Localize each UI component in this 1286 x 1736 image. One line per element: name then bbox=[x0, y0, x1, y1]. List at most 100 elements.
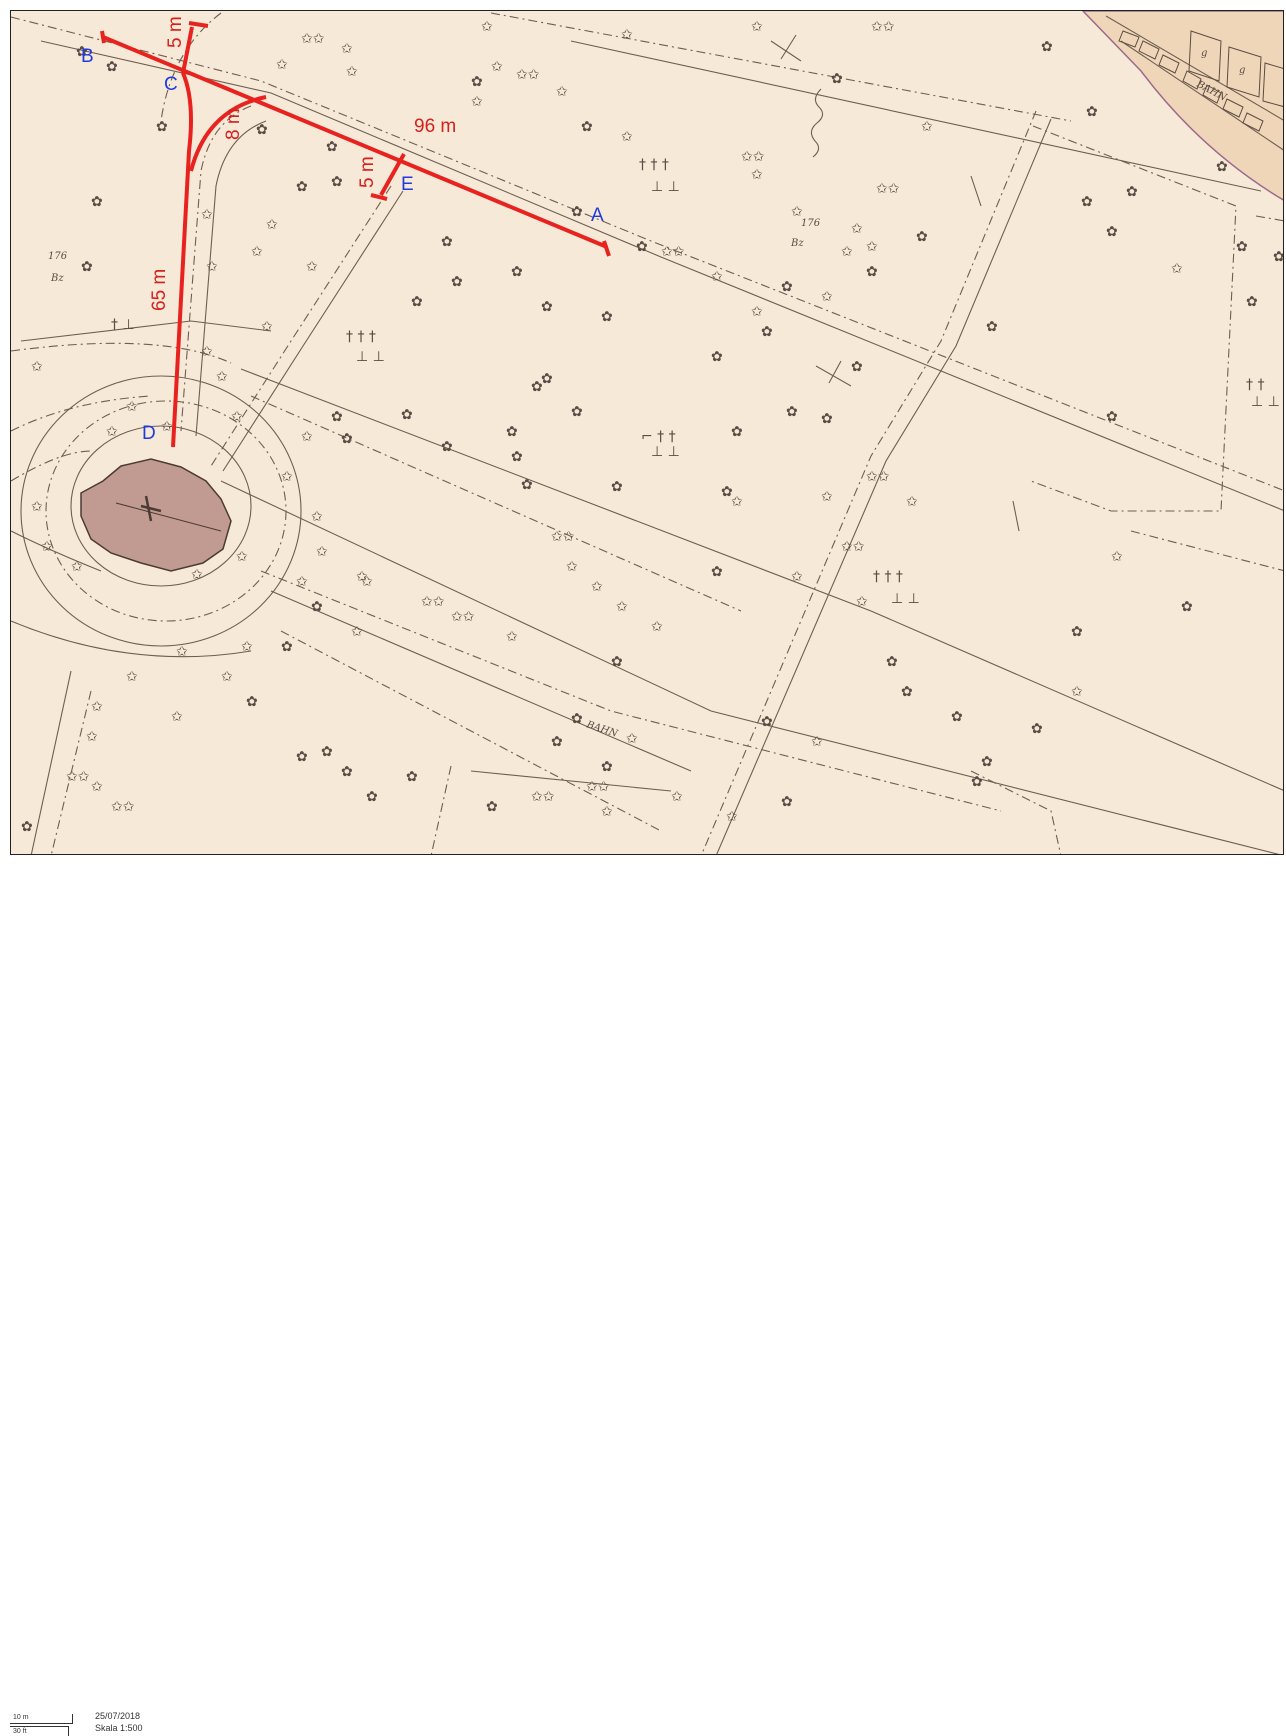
svg-text:✿: ✿ bbox=[486, 799, 498, 815]
svg-text:✿: ✿ bbox=[91, 194, 103, 210]
svg-text:✿: ✿ bbox=[611, 479, 623, 495]
svg-text:✩: ✩ bbox=[601, 804, 613, 820]
svg-text:✩: ✩ bbox=[856, 594, 868, 610]
svg-text:✿: ✿ bbox=[1246, 294, 1258, 310]
svg-text:✩✩: ✩✩ bbox=[841, 539, 865, 555]
svg-text:✿: ✿ bbox=[21, 819, 33, 835]
measure-line-c-top bbox=[181, 26, 194, 74]
point-label-a: A bbox=[591, 205, 604, 226]
svg-text:✩: ✩ bbox=[711, 269, 723, 285]
svg-text:✿: ✿ bbox=[246, 694, 258, 710]
svg-text:✩: ✩ bbox=[231, 409, 243, 425]
svg-text:✩: ✩ bbox=[791, 204, 803, 220]
svg-text:✩: ✩ bbox=[556, 84, 568, 100]
svg-text:✩: ✩ bbox=[301, 429, 313, 445]
svg-text:✿: ✿ bbox=[321, 744, 333, 760]
survey-lines bbox=[11, 12, 1283, 854]
point-label-e: E bbox=[401, 174, 414, 195]
svg-text:✿: ✿ bbox=[601, 759, 613, 775]
svg-text:⊥ ⊥: ⊥ ⊥ bbox=[891, 591, 920, 607]
svg-text:✿: ✿ bbox=[296, 749, 308, 765]
svg-text:✩: ✩ bbox=[471, 94, 483, 110]
svg-text:✿: ✿ bbox=[341, 764, 353, 780]
chapel-building bbox=[80, 458, 232, 572]
svg-text:✩: ✩ bbox=[341, 41, 353, 57]
svg-text:✩✩: ✩✩ bbox=[551, 529, 575, 545]
svg-text:✩: ✩ bbox=[866, 239, 878, 255]
svg-text:† † †: † † † bbox=[346, 329, 376, 345]
svg-text:✩: ✩ bbox=[91, 779, 103, 795]
map-canvas[interactable]: ✩✩ ✩ ✩ ✩ ✩ ✩ ✩✩ ✩ ✩ ✩ ✩ ✩✩ ✩ ✩✩ ✩ ✩✩ ✩ ✩… bbox=[11, 11, 1284, 855]
svg-text:✩: ✩ bbox=[591, 579, 603, 595]
map-footer: 10 m 30 ft 25/07/2018 Skala 1:500 bbox=[0, 855, 1286, 1736]
svg-text:✿: ✿ bbox=[1081, 194, 1093, 210]
svg-text:✩: ✩ bbox=[921, 119, 933, 135]
svg-text:✩: ✩ bbox=[566, 559, 578, 575]
svg-text:✿: ✿ bbox=[821, 411, 833, 427]
point-label-d: D bbox=[142, 423, 156, 444]
svg-text:✩: ✩ bbox=[1171, 261, 1183, 277]
svg-text:✩: ✩ bbox=[621, 129, 633, 145]
svg-text:✩: ✩ bbox=[221, 669, 233, 685]
svg-text:✿: ✿ bbox=[866, 264, 878, 280]
svg-text:✿: ✿ bbox=[571, 711, 583, 727]
svg-text:✩✩: ✩✩ bbox=[586, 779, 610, 795]
svg-text:✿: ✿ bbox=[711, 564, 723, 580]
svg-text:✿: ✿ bbox=[441, 439, 453, 455]
svg-text:✩: ✩ bbox=[41, 539, 53, 555]
svg-text:✿: ✿ bbox=[401, 407, 413, 423]
map-frame[interactable]: ✩✩ ✩ ✩ ✩ ✩ ✩ ✩✩ ✩ ✩ ✩ ✩ ✩✩ ✩ ✩✩ ✩ ✩✩ ✩ ✩… bbox=[10, 10, 1284, 855]
scale-bar-metric-label: 10 m bbox=[13, 1714, 29, 1721]
measure-end-a bbox=[602, 240, 611, 257]
measure-line-e bbox=[379, 153, 406, 196]
tree-symbols: ✩✩ ✩ ✩ ✩ ✩ ✩ ✩✩ ✩ ✩ ✩ ✩ ✩✩ ✩ ✩✩ ✩ ✩✩ ✩ ✩… bbox=[31, 19, 1183, 825]
svg-text:✿: ✿ bbox=[581, 119, 593, 135]
svg-text:✿: ✿ bbox=[331, 409, 343, 425]
svg-text:✿: ✿ bbox=[601, 309, 613, 325]
annotation-176-right: 176 bbox=[801, 218, 821, 229]
svg-text:✩: ✩ bbox=[481, 19, 493, 35]
svg-text:✩: ✩ bbox=[346, 64, 358, 80]
svg-text:✿: ✿ bbox=[511, 449, 523, 465]
svg-text:✩: ✩ bbox=[206, 259, 218, 275]
measure-end-e bbox=[370, 193, 388, 201]
svg-text:✩✩: ✩✩ bbox=[301, 31, 325, 47]
svg-text:✿: ✿ bbox=[1086, 104, 1098, 120]
svg-text:✿: ✿ bbox=[1041, 39, 1053, 55]
svg-text:✩✩: ✩✩ bbox=[421, 594, 445, 610]
svg-text:✩: ✩ bbox=[791, 569, 803, 585]
svg-text:✿: ✿ bbox=[711, 349, 723, 365]
scale-bar-imperial-label: 30 ft bbox=[13, 1728, 27, 1735]
point-label-c: C bbox=[164, 74, 178, 95]
point-label-b: B bbox=[81, 46, 94, 67]
scale-bar-imperial: 30 ft bbox=[10, 1726, 69, 1736]
print-date: 25/07/2018 bbox=[95, 1711, 141, 1721]
svg-text:✩: ✩ bbox=[296, 574, 308, 590]
svg-text:✿: ✿ bbox=[406, 769, 418, 785]
svg-text:✩✩: ✩✩ bbox=[866, 469, 890, 485]
svg-text:✩: ✩ bbox=[241, 639, 253, 655]
svg-text:✩: ✩ bbox=[126, 399, 138, 415]
measure-line-c-d bbox=[171, 72, 193, 448]
svg-text:✿: ✿ bbox=[156, 119, 168, 135]
svg-text:⌐ † †: ⌐ † † bbox=[641, 429, 676, 445]
svg-text:✿: ✿ bbox=[1106, 224, 1118, 240]
svg-text:✿: ✿ bbox=[311, 599, 323, 615]
svg-text:⊥ ⊥: ⊥ ⊥ bbox=[1251, 394, 1280, 410]
svg-text:✿: ✿ bbox=[326, 139, 338, 155]
svg-text:✩: ✩ bbox=[811, 734, 823, 750]
svg-text:✿: ✿ bbox=[76, 44, 88, 60]
svg-text:✿: ✿ bbox=[1236, 239, 1248, 255]
svg-text:✿: ✿ bbox=[986, 319, 998, 335]
svg-text:✩: ✩ bbox=[506, 629, 518, 645]
svg-text:✿: ✿ bbox=[511, 264, 523, 280]
svg-text:✩: ✩ bbox=[106, 424, 118, 440]
svg-text:✿: ✿ bbox=[951, 709, 963, 725]
svg-text:✿: ✿ bbox=[761, 324, 773, 340]
measure-label-ab: 96 m bbox=[414, 116, 456, 137]
svg-text:✿: ✿ bbox=[721, 484, 733, 500]
railway-strip bbox=[1081, 11, 1283, 201]
svg-text:✩: ✩ bbox=[626, 731, 638, 747]
svg-text:✩: ✩ bbox=[491, 59, 503, 75]
svg-text:✩: ✩ bbox=[906, 494, 918, 510]
